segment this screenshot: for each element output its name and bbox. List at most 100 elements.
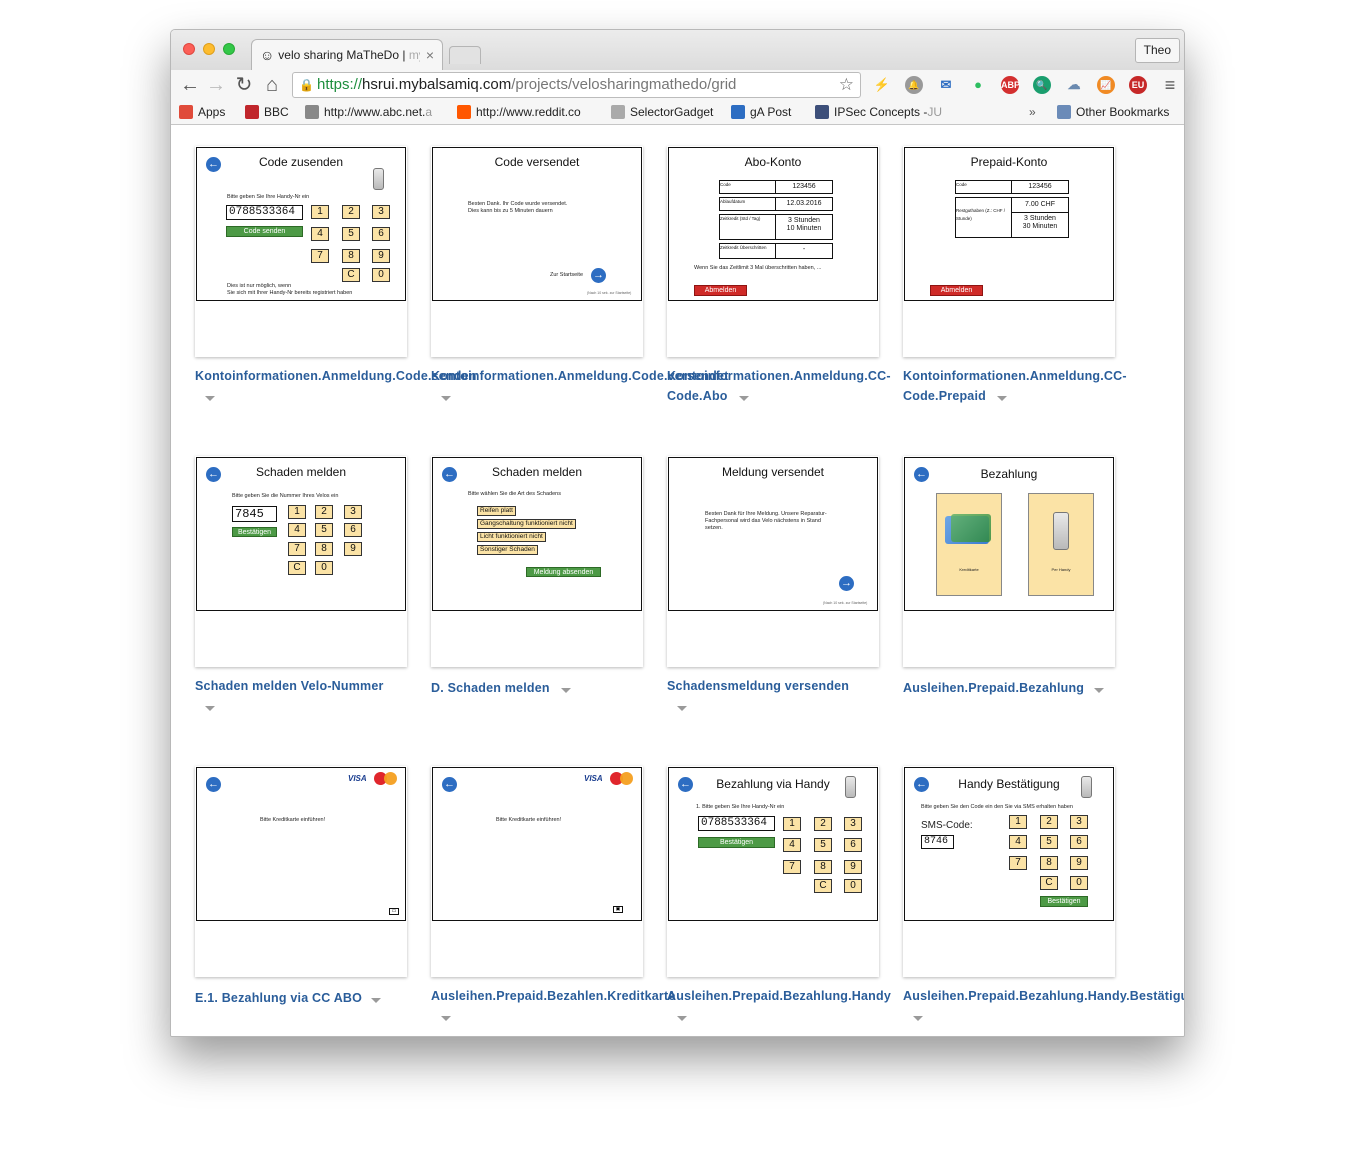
mockup-card[interactable]: ← VISA Bitte Kreditkarte einführen! ▭ [195, 766, 407, 977]
mock-table-line: 3 Stunden [788, 217, 820, 224]
close-window-button[interactable] [183, 43, 195, 55]
card-slot-icon: ▣ [613, 906, 623, 913]
arrow-right-icon[interactable]: → [206, 74, 226, 96]
mockup-name-link[interactable]: D. Schaden melden [431, 681, 550, 695]
chevron-down-icon[interactable] [1094, 688, 1104, 693]
mockup-name-link[interactable]: E.1. Bezahlung via CC ABO [195, 991, 363, 1005]
address-bar[interactable]: 🔒 https://hsrui.mybalsamiq.com/projects/… [292, 72, 861, 98]
mockup-card[interactable]: ← Bezahlung via Handy 1. Bitte geben Sie… [667, 766, 879, 977]
browser-tab[interactable]: ☺ velo sharing MaTheDo | my × [251, 39, 443, 70]
keypad-key: 9 [844, 860, 862, 874]
zoom-window-button[interactable] [223, 43, 235, 55]
keypad-key: 3 [344, 505, 362, 519]
mockup-name-link[interactable]: Ausleihen.Prepaid.Bezahlung [903, 681, 1085, 695]
mockup-card[interactable]: Code versendet Besten Dank. Ihr Code wur… [431, 146, 643, 357]
eu-icon[interactable]: EU [1129, 76, 1147, 94]
mockup-preview-schaden-art: ← Schaden melden Bitte wählen Sie die Ar… [432, 457, 642, 611]
browser-window: ☺ velo sharing MaTheDo | my × Theo ← → ↻… [170, 29, 1185, 1037]
mockup-name-link[interactable]: Kontoinformationen.Anmeldung.Code.versen… [431, 369, 729, 383]
mockup-preview-handy: ← Bezahlung via Handy 1. Bitte geben Sie… [668, 767, 878, 921]
mockup-card[interactable]: Abo-Konto Code 123456 Ablaufdatum 12.03.… [667, 146, 879, 357]
mock-confirm-button: Bestätigen [698, 837, 775, 848]
bookmark-item[interactable]: SelectorGadget [611, 105, 713, 119]
mock-table-label: Restguthaben (Z.: CHF / Stunde) [955, 197, 1012, 238]
chevron-down-icon[interactable] [913, 1016, 923, 1021]
mockup-name-link[interactable]: Ausleihen.Prepaid.Bezahlen.Kreditkarte [431, 989, 676, 1003]
mockup-name-link[interactable]: Schaden melden Velo-Nummer [195, 679, 384, 693]
bookmark-item[interactable]: Apps [179, 105, 225, 119]
mockup-name-link[interactable]: Ausleihen.Prepaid.Bezahlung.Handy [667, 989, 892, 1003]
mockup-card[interactable]: ← Code zusenden Bitte geben Sie Ihre Han… [195, 146, 407, 357]
mock-option-button: Licht funktioniert nicht [477, 532, 546, 542]
bookmark-item[interactable]: IPSec Concepts - JU [815, 105, 942, 119]
keypad-key: 3 [844, 817, 862, 831]
minimize-window-button[interactable] [203, 43, 215, 55]
mock-phone-input: 0788533364 [226, 205, 303, 220]
bookmark-star-icon[interactable]: ☆ [838, 75, 854, 94]
chevron-down-icon[interactable] [441, 1016, 451, 1021]
bookmark-item[interactable]: http://www.reddit.co [457, 105, 581, 119]
mock-prompt: Bitte wählen Sie die Art des Schadens [468, 491, 561, 497]
chevron-down-icon[interactable] [561, 688, 571, 693]
bookmarks-overflow-button[interactable]: » [1029, 105, 1036, 119]
mockup-preview-code-versendet: Code versendet Besten Dank. Ihr Code wur… [432, 147, 642, 301]
chevron-down-icon[interactable] [371, 998, 381, 1003]
chevron-down-icon[interactable] [205, 706, 215, 711]
chart-icon[interactable]: 📈 [1097, 76, 1115, 94]
mockup-name-link[interactable]: Ausleihen.Prepaid.Bezahlung.Handy.Bestät… [903, 989, 1185, 1003]
reddit-icon [457, 105, 471, 119]
mock-note: Dies ist nur möglich, wenn [227, 283, 292, 289]
mock-text: Besten Dank. Ihr Code wurde versendet. [468, 201, 568, 207]
bookmark-item[interactable]: http://www.abc.net.a [305, 105, 432, 119]
mockup-card[interactable]: Meldung versendet Besten Dank für Ihre M… [667, 456, 879, 667]
chevron-down-icon[interactable] [441, 396, 451, 401]
profile-button[interactable]: Theo [1134, 38, 1180, 63]
keypad-key: 2 [814, 817, 832, 831]
menu-icon[interactable]: ≡ [1164, 75, 1176, 95]
mockup-card[interactable]: ← Schaden melden Bitte geben Sie die Num… [195, 456, 407, 667]
mock-send-report-button: Meldung absenden [526, 567, 601, 577]
home-icon[interactable]: ⌂ [265, 74, 279, 96]
mockup-name-link[interactable]: Schadensmeldung versenden [667, 679, 850, 693]
mock-link: Zur Startseite [550, 272, 584, 278]
bookmark-item[interactable]: Other Bookmarks [1057, 105, 1169, 119]
page-icon [611, 105, 625, 119]
evernote-icon[interactable]: ● [974, 77, 982, 92]
mock-text: setzen. [705, 525, 723, 531]
lightning-icon[interactable]: ⚡ [873, 77, 891, 92]
reload-icon[interactable]: ↻ [235, 74, 253, 96]
cloud-icon[interactable]: ☁ [1067, 77, 1081, 92]
chevron-down-icon[interactable] [677, 1016, 687, 1021]
mockup-name-link[interactable]: Kontoinformationen.Anmeldung.Code.senden [195, 369, 477, 383]
chevron-down-icon[interactable] [997, 396, 1007, 401]
tab-close-icon[interactable]: × [425, 47, 434, 63]
mockup-card[interactable]: ← Handy Bestätigung Bitte geben Sie den … [903, 766, 1115, 977]
mockup-preview-cc-prepaid: ← VISA Bitte Kreditkarte einführen! ▣ [432, 767, 642, 921]
bookmark-label-faded: a [425, 105, 433, 119]
bell-icon[interactable]: 🔔 [905, 76, 923, 94]
chevron-down-icon[interactable] [739, 396, 749, 401]
adblock-icon[interactable]: ABP [1001, 76, 1020, 94]
chevron-down-icon[interactable] [677, 706, 687, 711]
mock-prompt: 1. Bitte geben Sie Ihre Handy-Nr ein [696, 804, 785, 810]
keypad-key: 5 [814, 838, 832, 852]
mockup-card[interactable]: ← Schaden melden Bitte wählen Sie die Ar… [431, 456, 643, 667]
mockup-card[interactable]: Prepaid-Konto Code 123456 Restguthaben (… [903, 146, 1115, 357]
search-ext-icon[interactable]: 🔍 [1033, 76, 1051, 94]
mock-text: Bitte Kreditkarte einführen! [260, 817, 326, 823]
envelope-check-icon[interactable]: ✉ [940, 77, 952, 92]
mock-confirm-button: Bestätigen [1040, 896, 1088, 907]
mockup-card[interactable]: ← Bezahlung Kreditkarte Per Handy [903, 456, 1115, 667]
mockup-name-link-line2[interactable]: Code.Prepaid [903, 389, 986, 403]
arrow-left-icon[interactable]: ← [180, 74, 200, 96]
bookmark-label: Other Bookmarks [1076, 105, 1170, 119]
bookmark-item[interactable]: BBC [245, 105, 289, 119]
mockup-name-link[interactable]: Kontoinformationen.Anmeldung.CC- [667, 369, 891, 383]
new-tab-button[interactable] [449, 46, 481, 64]
mockup-name-link-line2[interactable]: Code.Abo [667, 389, 728, 403]
bookmark-item[interactable]: gA Post [731, 105, 791, 119]
mockup-name-link[interactable]: Kontoinformationen.Anmeldung.CC- [903, 369, 1127, 383]
mockup-card[interactable]: ← VISA Bitte Kreditkarte einführen! ▣ [431, 766, 643, 977]
chevron-down-icon[interactable] [205, 396, 215, 401]
keypad-key: 8 [814, 860, 832, 874]
